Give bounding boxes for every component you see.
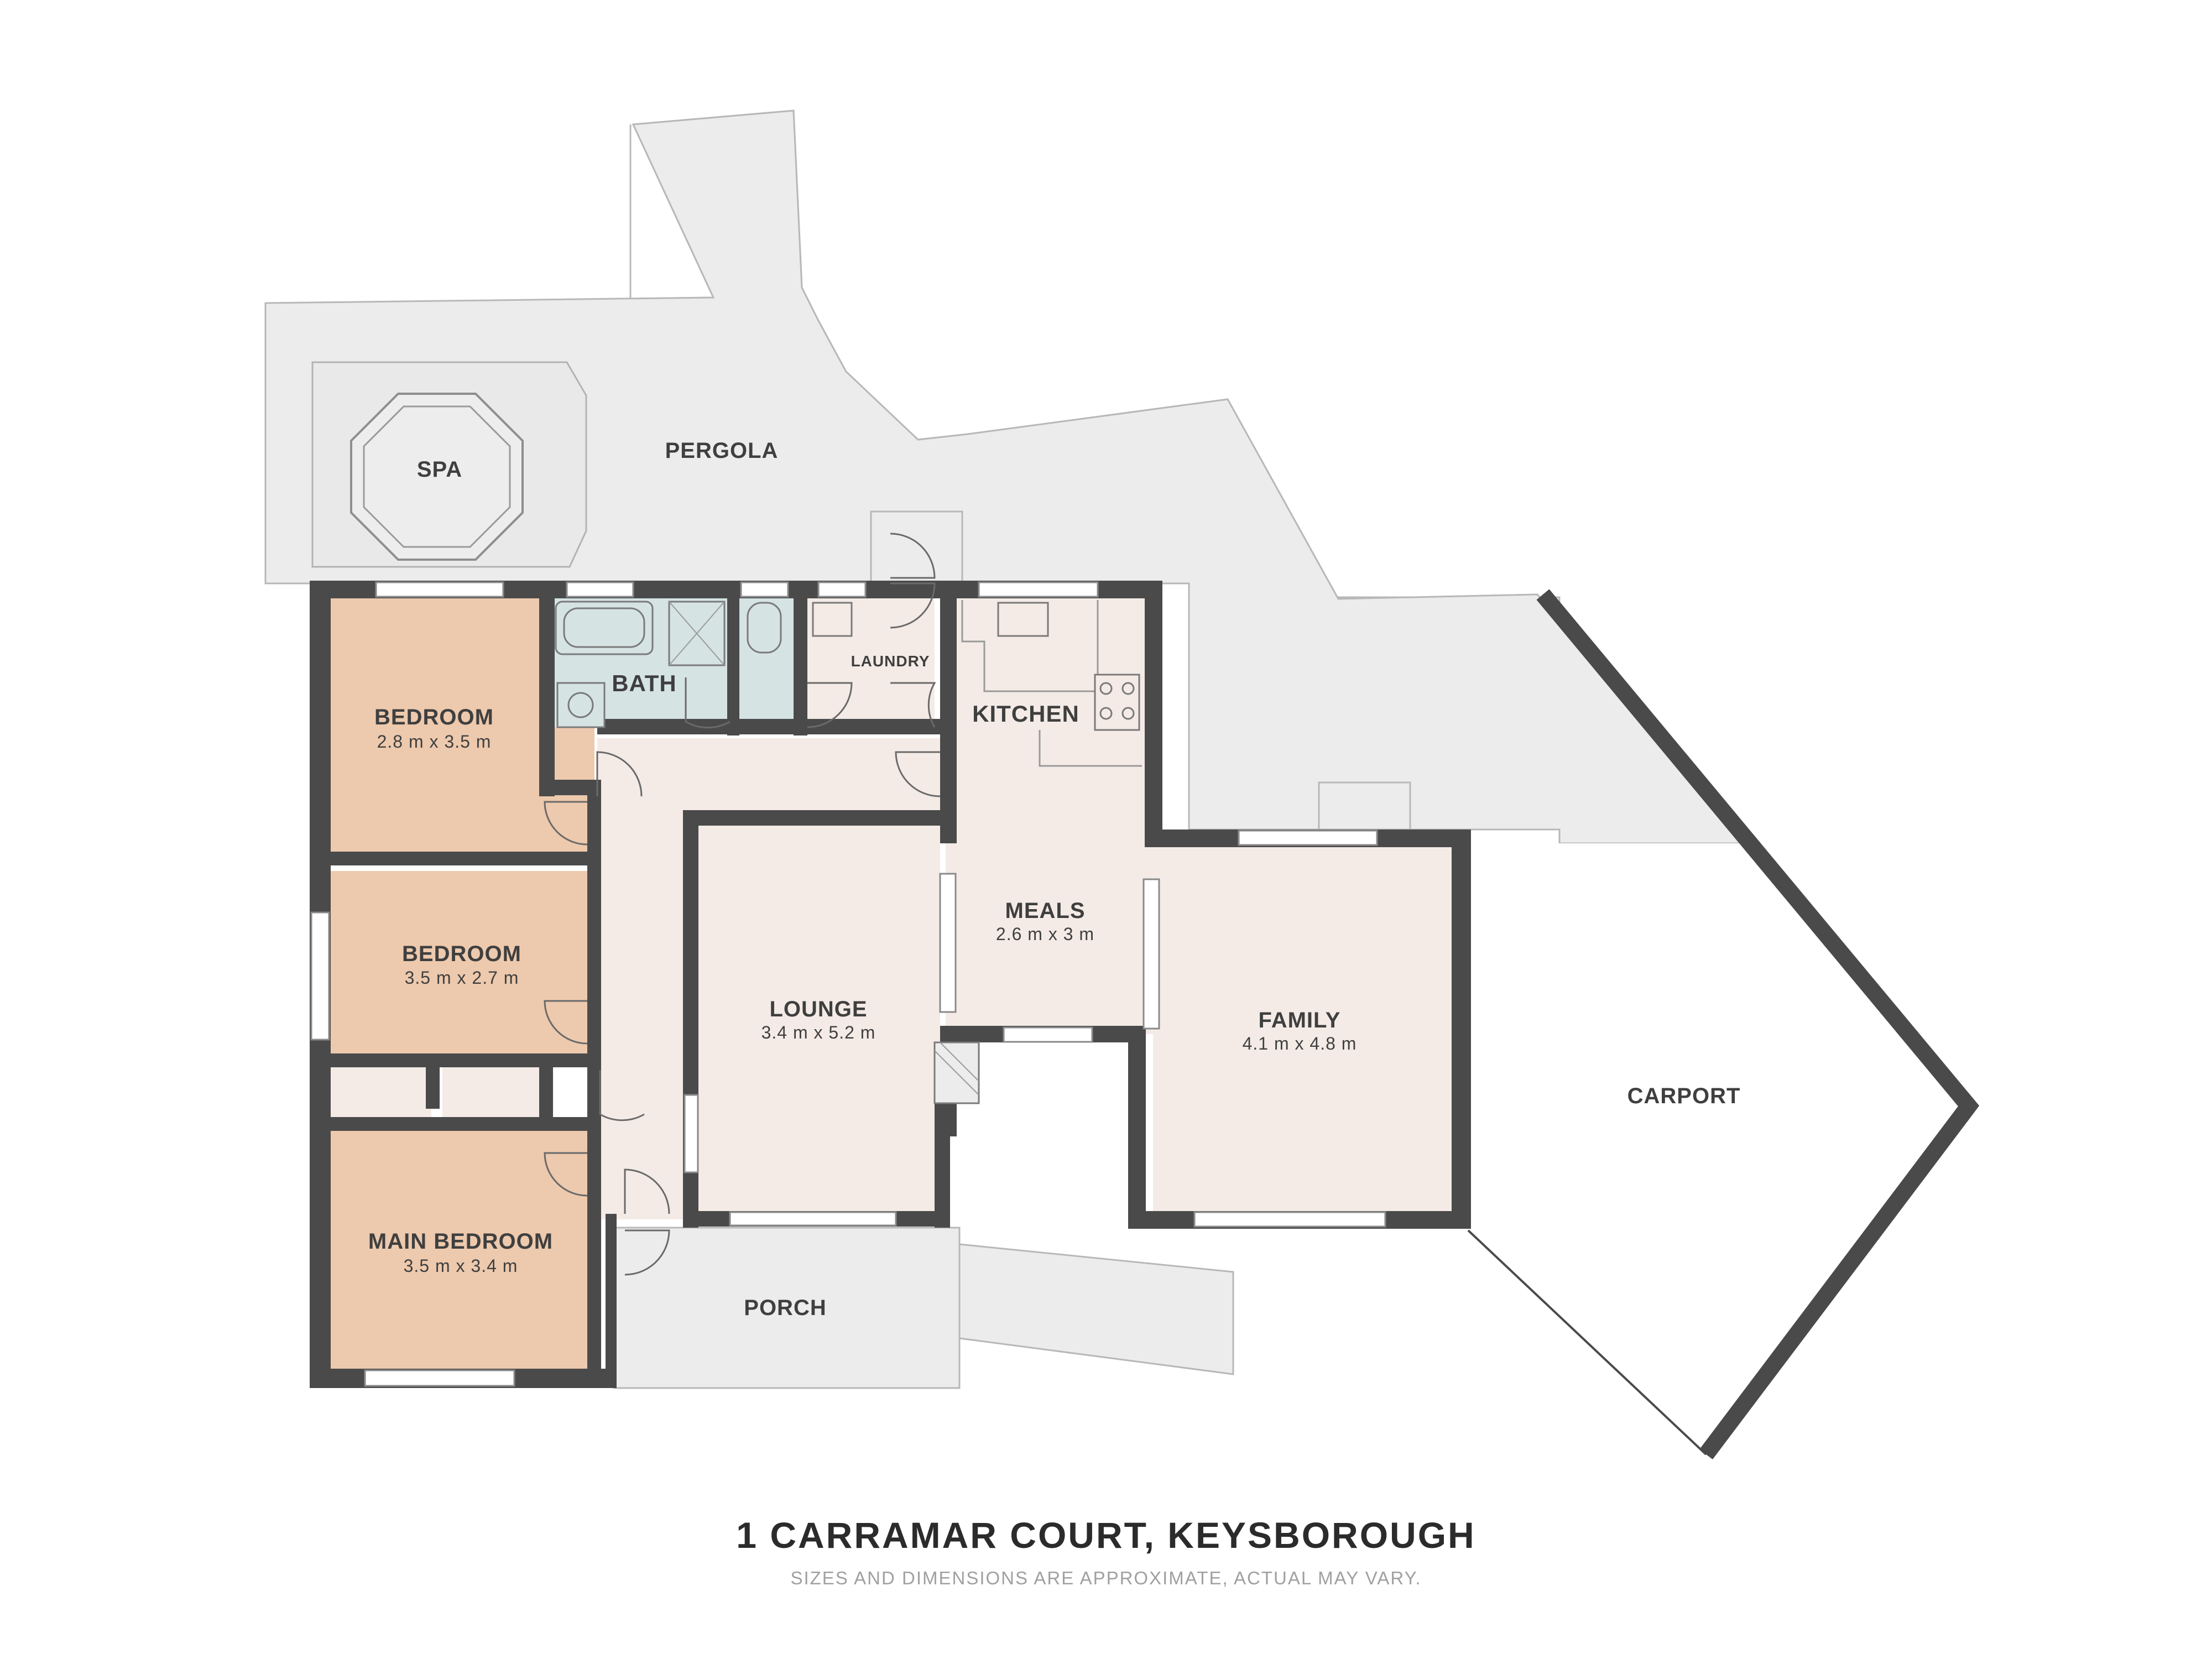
vanity bbox=[556, 682, 606, 728]
laundry-label: LAUNDRY bbox=[851, 653, 930, 670]
main-bedroom-size: 3.5 m x 3.4 m bbox=[404, 1256, 518, 1276]
meals-size: 2.6 m x 3 m bbox=[996, 924, 1094, 944]
bathtub bbox=[555, 601, 654, 655]
carport-area bbox=[1468, 594, 1969, 1454]
porch-label: PORCH bbox=[744, 1296, 826, 1320]
family-step bbox=[1318, 781, 1411, 831]
bedroom-2-size: 3.5 m x 2.7 m bbox=[405, 968, 519, 988]
spa-inner-edge bbox=[363, 405, 511, 548]
family-size: 4.1 m x 4.8 m bbox=[1243, 1034, 1357, 1053]
main-bedroom-name: MAIN BEDROOM bbox=[368, 1229, 553, 1254]
toilet bbox=[747, 602, 782, 654]
carport-edge bbox=[1467, 1229, 1707, 1455]
doors bbox=[544, 533, 941, 1276]
meals-name: MEALS bbox=[1005, 899, 1086, 923]
kitchen-label: KITCHEN bbox=[972, 701, 1079, 727]
windows bbox=[310, 581, 1386, 1387]
lounge-size: 3.4 m x 5.2 m bbox=[761, 1022, 876, 1042]
robe-1 bbox=[329, 1065, 431, 1117]
family-name: FAMILY bbox=[1259, 1008, 1341, 1032]
back-step bbox=[870, 510, 963, 585]
carport-wall bbox=[1536, 589, 1980, 1460]
laundry-tub bbox=[812, 602, 853, 637]
kitchen-floor bbox=[946, 597, 1153, 1034]
main-bedroom-floor bbox=[329, 1123, 594, 1380]
robe-2 bbox=[442, 1065, 539, 1117]
bedroom-2-floor bbox=[329, 871, 594, 1056]
spa-icon bbox=[350, 393, 524, 561]
disclaimer: SIZES AND DIMENSIONS ARE APPROXIMATE, AC… bbox=[790, 1568, 1422, 1588]
porch-area bbox=[613, 1227, 961, 1389]
kitchen-sink bbox=[997, 602, 1049, 637]
lounge-name: LOUNGE bbox=[769, 997, 867, 1021]
kitchen-island bbox=[1039, 730, 1142, 767]
bedroom-2-name: BEDROOM bbox=[402, 942, 521, 966]
bath-label: BATH bbox=[612, 670, 677, 696]
spa-label: SPA bbox=[417, 457, 462, 482]
family-floor bbox=[1153, 846, 1460, 1211]
lounge-floor bbox=[697, 824, 940, 1217]
carport-label: CARPORT bbox=[1627, 1084, 1741, 1108]
bedroom-1-name: BEDROOM bbox=[374, 705, 494, 729]
pergola-label: PERGOLA bbox=[665, 439, 779, 463]
cooktop bbox=[1094, 674, 1140, 731]
property-address: 1 CARRAMAR COURT, KEYSBOROUGH bbox=[736, 1515, 1476, 1556]
driveway-ramp bbox=[958, 1243, 1234, 1375]
bedroom-1-size: 2.8 m x 3.5 m bbox=[377, 732, 492, 752]
